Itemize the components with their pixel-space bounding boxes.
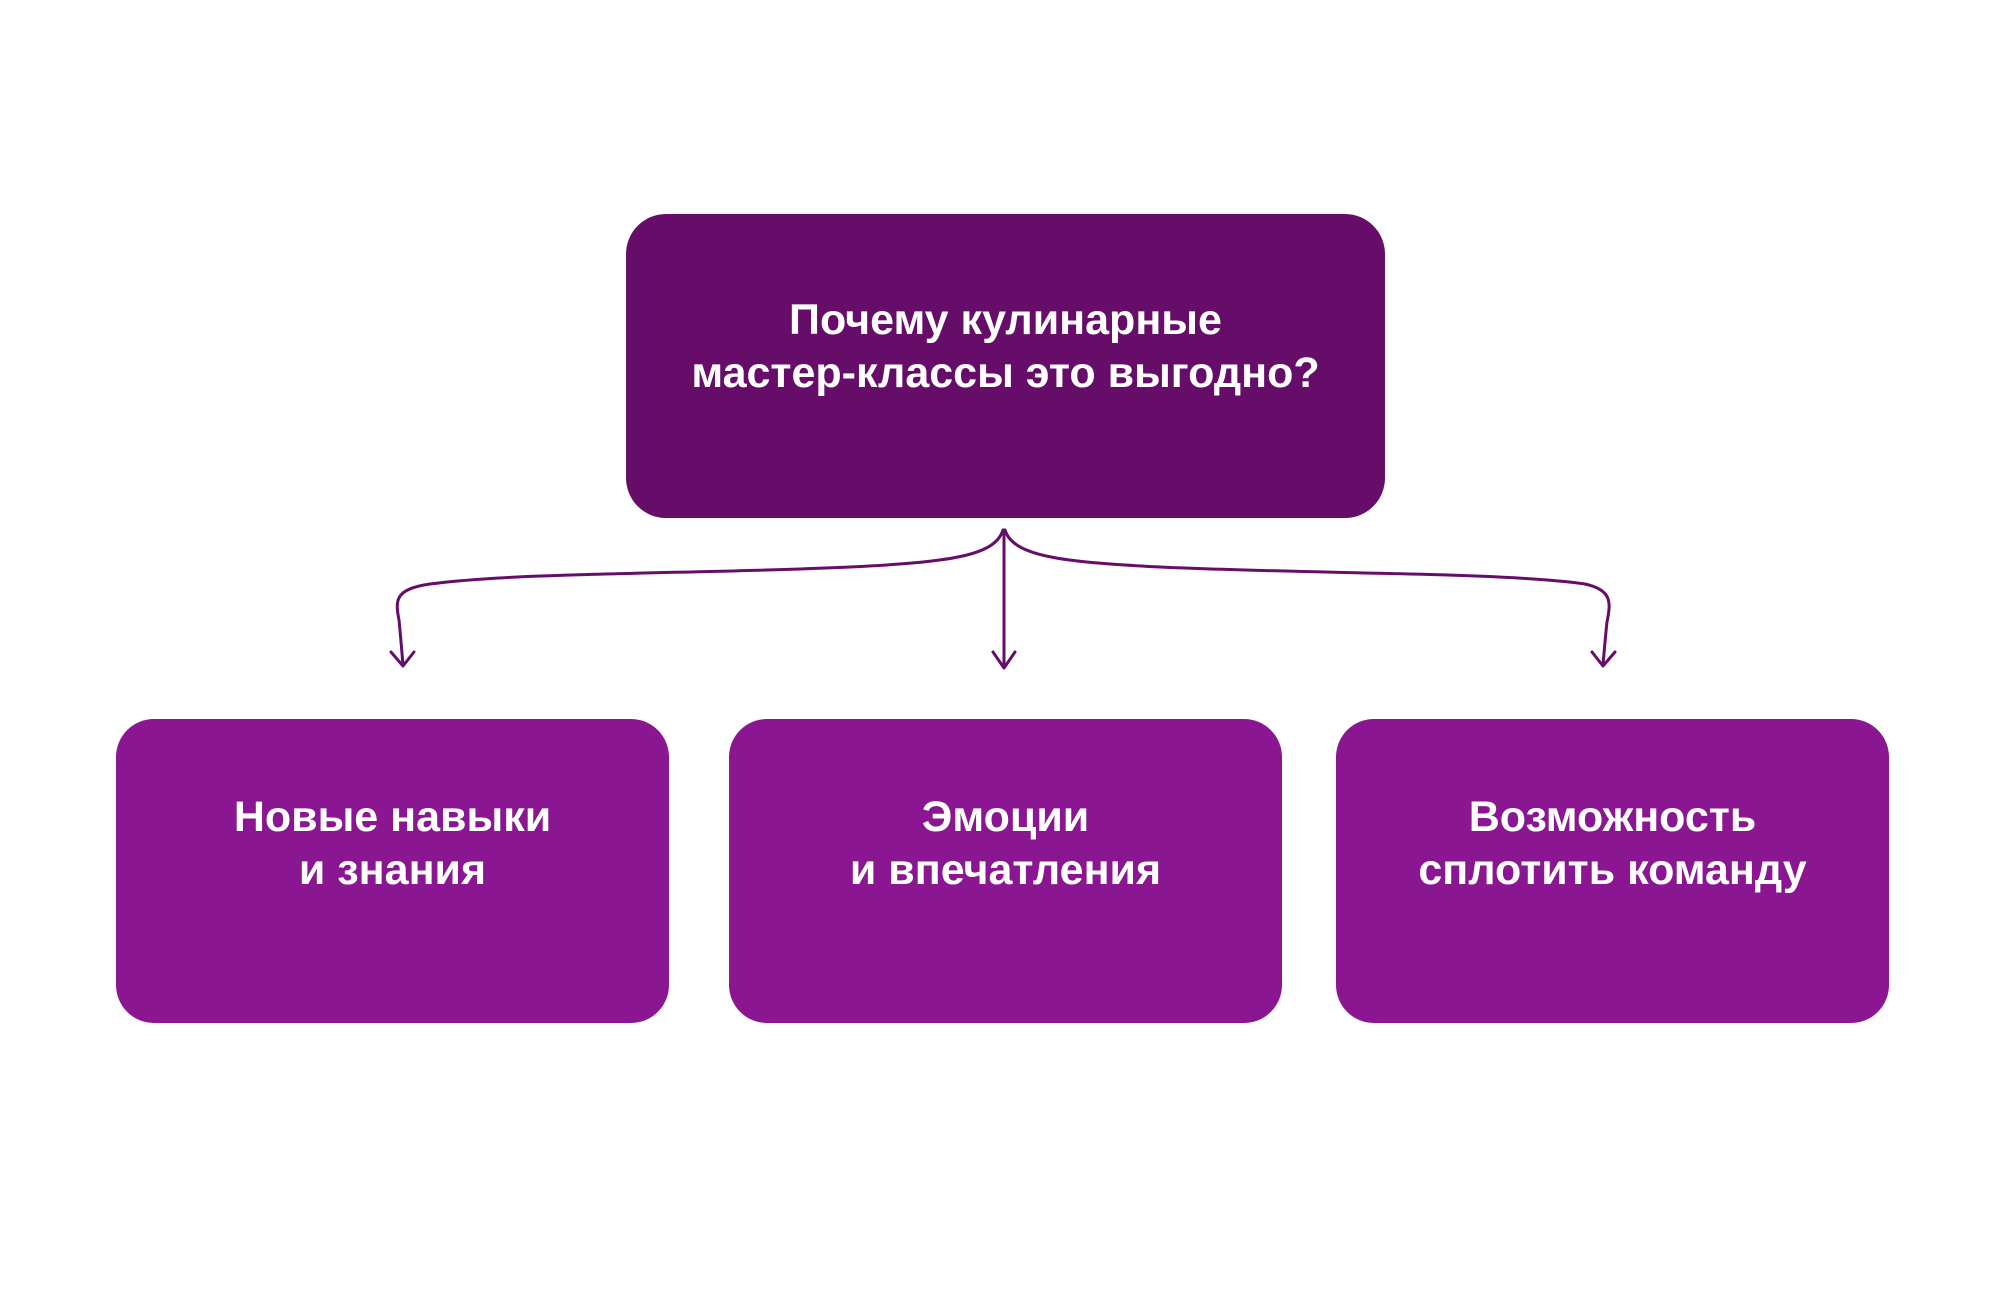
child-node-skills: Новые навыки и знания <box>116 719 669 1023</box>
child-node-skills-label: Новые навыки и знания <box>233 793 552 894</box>
root-node-label: Почему кулинарные мастер-классы это выго… <box>691 296 1320 397</box>
child-node-team-label: Возможность сплотить команду <box>1418 793 1807 894</box>
child-node-team: Возможность сплотить команду <box>1336 719 1889 1023</box>
connector-to-skills <box>395 528 1005 666</box>
arrowhead-emotions <box>991 650 1017 670</box>
child-node-emotions-label: Эмоции и впечатления <box>849 793 1162 894</box>
child-node-emotions: Эмоции и впечатления <box>729 719 1282 1023</box>
arrowhead-team <box>1590 650 1617 668</box>
connector-to-team <box>1003 528 1611 666</box>
arrowhead-skills <box>389 650 416 668</box>
root-node: Почему кулинарные мастер-классы это выго… <box>626 214 1385 518</box>
